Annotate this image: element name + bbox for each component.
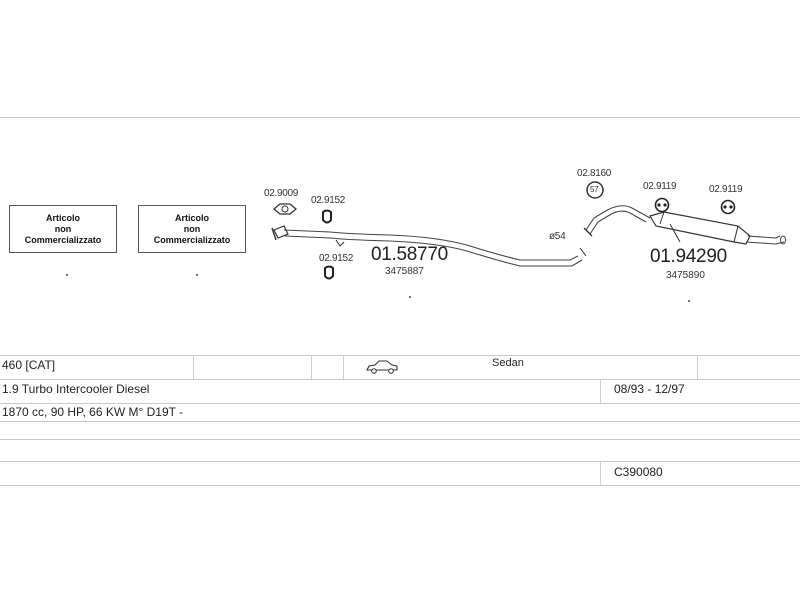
col-divider: [600, 461, 601, 485]
sedan-car-icon: [366, 360, 398, 374]
engine-cell: 1.9 Turbo Intercooler Diesel: [2, 382, 150, 396]
clamp-icon: [324, 265, 334, 280]
col-divider: [193, 355, 194, 379]
row-divider: [0, 439, 800, 440]
model-cell: 460 [CAT]: [2, 358, 56, 372]
ring-code: 02.8160: [577, 168, 612, 179]
row-divider: [0, 485, 800, 486]
middle-pipe-drawing: [271, 225, 587, 267]
not-marketed-box: Articolo non Commercializzato: [9, 205, 117, 253]
rear-silencer-code: 01.94290: [650, 246, 727, 267]
row-divider: [0, 421, 800, 422]
diameter-label: ø54: [549, 231, 566, 242]
specs-cell: 1870 cc, 90 HP, 66 KW M° D19T -: [2, 405, 184, 419]
rubber-hanger-icon: [654, 197, 670, 213]
exhaust-diagram: Articolo non Commercializzato Articolo n…: [0, 118, 800, 356]
marker-dot: [688, 300, 690, 302]
years-cell: 08/93 - 12/97: [614, 382, 685, 396]
col-divider: [311, 355, 312, 379]
col-divider: [697, 355, 698, 379]
marker-dot: [66, 274, 68, 276]
clamp-icon: [322, 209, 332, 224]
col-divider: [600, 379, 601, 403]
marker-dot: [196, 274, 198, 276]
row-divider: [0, 403, 800, 404]
clamp-code: 02.9152: [319, 253, 354, 264]
gasket-code: 02.9009: [264, 188, 299, 199]
reference-cell: C390080: [614, 465, 663, 479]
clamp-code: 02.9152: [311, 195, 346, 206]
middle-pipe-code: 01.58770: [371, 244, 448, 265]
body-type-cell: Sedan: [492, 357, 524, 369]
hanger-code: 02.9119: [643, 181, 677, 192]
row-divider: [0, 355, 800, 356]
rear-silencer-oem: 3475890: [666, 270, 705, 281]
hanger-code: 02.9119: [709, 184, 743, 195]
row-divider: [0, 461, 800, 462]
marker-dot: [409, 296, 411, 298]
col-divider: [343, 355, 344, 379]
not-marketed-box: Articolo non Commercializzato: [138, 205, 246, 253]
row-divider: [0, 379, 800, 380]
middle-pipe-oem: 3475887: [385, 266, 424, 277]
ring-size-label: 57: [590, 185, 599, 194]
top-border: [0, 117, 800, 118]
rear-silencer-drawing: [583, 205, 786, 245]
gasket-icon: [272, 203, 298, 215]
ring-clamp-icon: [586, 181, 604, 199]
rubber-hanger-icon: [720, 199, 736, 215]
